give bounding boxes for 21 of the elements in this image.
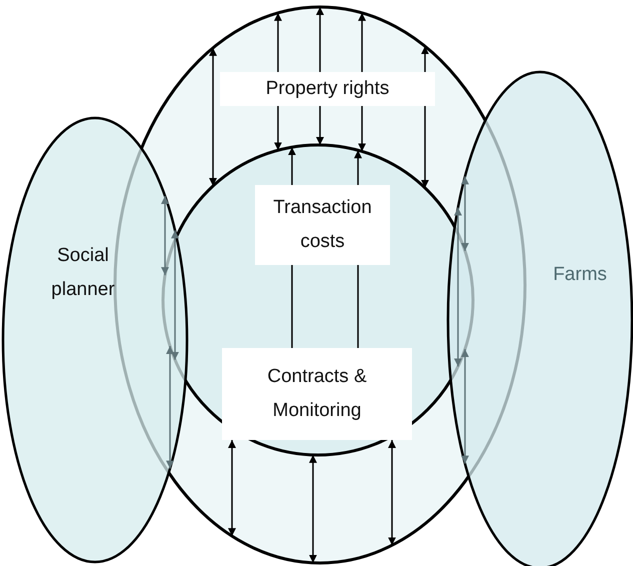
arrow xyxy=(461,349,469,464)
arrow xyxy=(171,230,179,360)
arrow xyxy=(166,346,174,469)
region-label: Transaction costs xyxy=(255,185,390,265)
arrow xyxy=(288,147,296,348)
arrow xyxy=(461,176,469,251)
arrow xyxy=(316,7,324,146)
arrow xyxy=(228,440,236,536)
arrow xyxy=(161,196,169,276)
arrow xyxy=(209,48,217,186)
arrow xyxy=(274,12,282,150)
arrow xyxy=(358,12,366,152)
region-label: Social planner xyxy=(50,244,116,302)
arrow xyxy=(454,208,462,367)
arrow xyxy=(309,454,317,563)
region-label: Farms xyxy=(552,263,608,287)
arrow xyxy=(421,46,429,188)
arrow xyxy=(354,150,362,348)
region-label: Property rights xyxy=(220,72,435,106)
arrow xyxy=(388,440,396,546)
region-label: Contracts & Monitoring xyxy=(222,348,412,440)
